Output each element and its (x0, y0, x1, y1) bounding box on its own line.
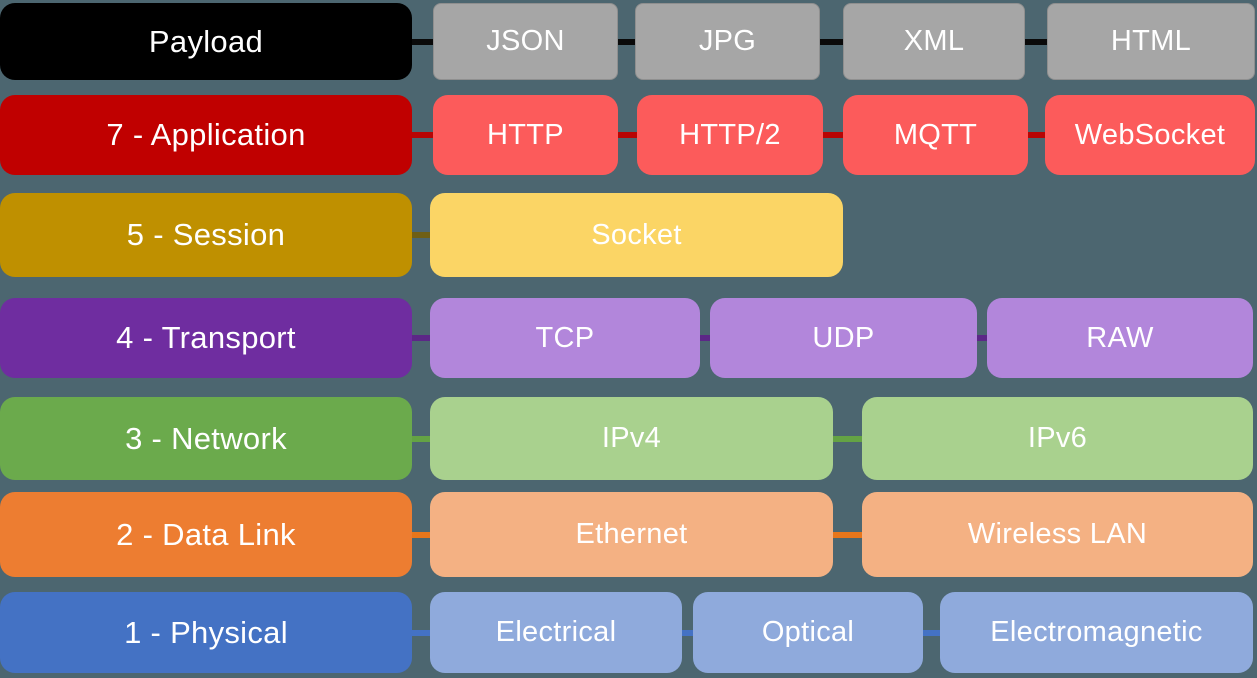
protocol-label-websocket: WebSocket (1074, 118, 1226, 151)
protocol-label-socket: Socket (591, 218, 682, 251)
layer-label-datalink: 2 - Data Link (116, 516, 296, 552)
medium-label-optical: Optical (761, 616, 855, 648)
connector-line-application (0, 132, 1255, 138)
protocol-box-ethernet: Ethernet (430, 492, 833, 577)
protocol-box-http: HTTP (433, 95, 618, 175)
format-box-html: HTML (1047, 3, 1255, 80)
layer-row-application: 7 - Application HTTP HTTP/2 MQTT WebSock… (0, 95, 1257, 175)
layer-label-payload: Payload (148, 23, 264, 59)
medium-label-electromagnetic: Electromagnetic (990, 616, 1203, 648)
medium-box-electromagnetic: Electromagnetic (940, 592, 1253, 673)
protocol-label-ethernet: Ethernet (575, 518, 688, 550)
layer-row-session: 5 - Session Socket (0, 193, 1257, 277)
medium-label-electrical: Electrical (495, 616, 617, 648)
layer-box-physical: 1 - Physical (0, 592, 412, 673)
protocol-box-udp: UDP (710, 298, 977, 378)
layer-label-network: 3 - Network (125, 420, 287, 456)
layer-row-payload: Payload JSON JPG XML HTML (0, 3, 1257, 80)
protocol-box-ipv6: IPv6 (862, 397, 1253, 480)
format-box-json: JSON (433, 3, 618, 80)
protocol-box-ipv4: IPv4 (430, 397, 833, 480)
format-label-jpg: JPG (698, 25, 757, 57)
format-label-xml: XML (903, 25, 965, 57)
format-box-jpg: JPG (635, 3, 820, 80)
layer-box-transport: 4 - Transport (0, 298, 412, 378)
layer-label-transport: 4 - Transport (116, 320, 296, 355)
protocol-box-tcp: TCP (430, 298, 700, 378)
protocol-box-http2: HTTP/2 (637, 95, 823, 175)
protocol-box-socket: Socket (430, 193, 843, 277)
format-label-json: JSON (486, 25, 565, 57)
layer-box-application: 7 - Application (0, 95, 412, 175)
layer-label-session: 5 - Session (126, 217, 286, 252)
protocol-box-wireless-lan: Wireless LAN (862, 492, 1253, 577)
layer-row-transport: 4 - Transport TCP UDP RAW (0, 298, 1257, 378)
protocol-label-http: HTTP (487, 118, 564, 151)
layer-box-datalink: 2 - Data Link (0, 492, 412, 577)
layer-row-datalink: 2 - Data Link Ethernet Wireless LAN (0, 492, 1257, 577)
medium-box-optical: Optical (693, 592, 923, 673)
protocol-label-http2: HTTP/2 (679, 118, 781, 151)
protocol-label-raw: RAW (1086, 321, 1154, 354)
layer-label-physical: 1 - Physical (124, 614, 288, 650)
layer-row-network: 3 - Network IPv4 IPv6 (0, 397, 1257, 480)
layer-row-physical: 1 - Physical Electrical Optical Electrom… (0, 592, 1257, 673)
format-label-html: HTML (1110, 25, 1192, 57)
connector-line-session (0, 232, 843, 238)
layer-box-session: 5 - Session (0, 193, 412, 277)
layer-box-network: 3 - Network (0, 397, 412, 480)
protocol-label-mqtt: MQTT (893, 118, 978, 151)
connector-line-payload (0, 38, 1255, 45)
protocol-label-wireless-lan: Wireless LAN (967, 518, 1148, 550)
protocol-box-mqtt: MQTT (843, 95, 1028, 175)
protocol-box-raw: RAW (987, 298, 1253, 378)
protocol-label-udp: UDP (812, 321, 875, 354)
layer-label-application: 7 - Application (106, 117, 306, 152)
layer-box-payload: Payload (0, 3, 412, 80)
protocol-box-websocket: WebSocket (1045, 95, 1255, 175)
protocol-label-ipv4: IPv4 (601, 422, 662, 454)
protocol-label-tcp: TCP (535, 321, 595, 354)
protocol-label-ipv6: IPv6 (1027, 422, 1088, 454)
medium-box-electrical: Electrical (430, 592, 682, 673)
format-box-xml: XML (843, 3, 1025, 80)
